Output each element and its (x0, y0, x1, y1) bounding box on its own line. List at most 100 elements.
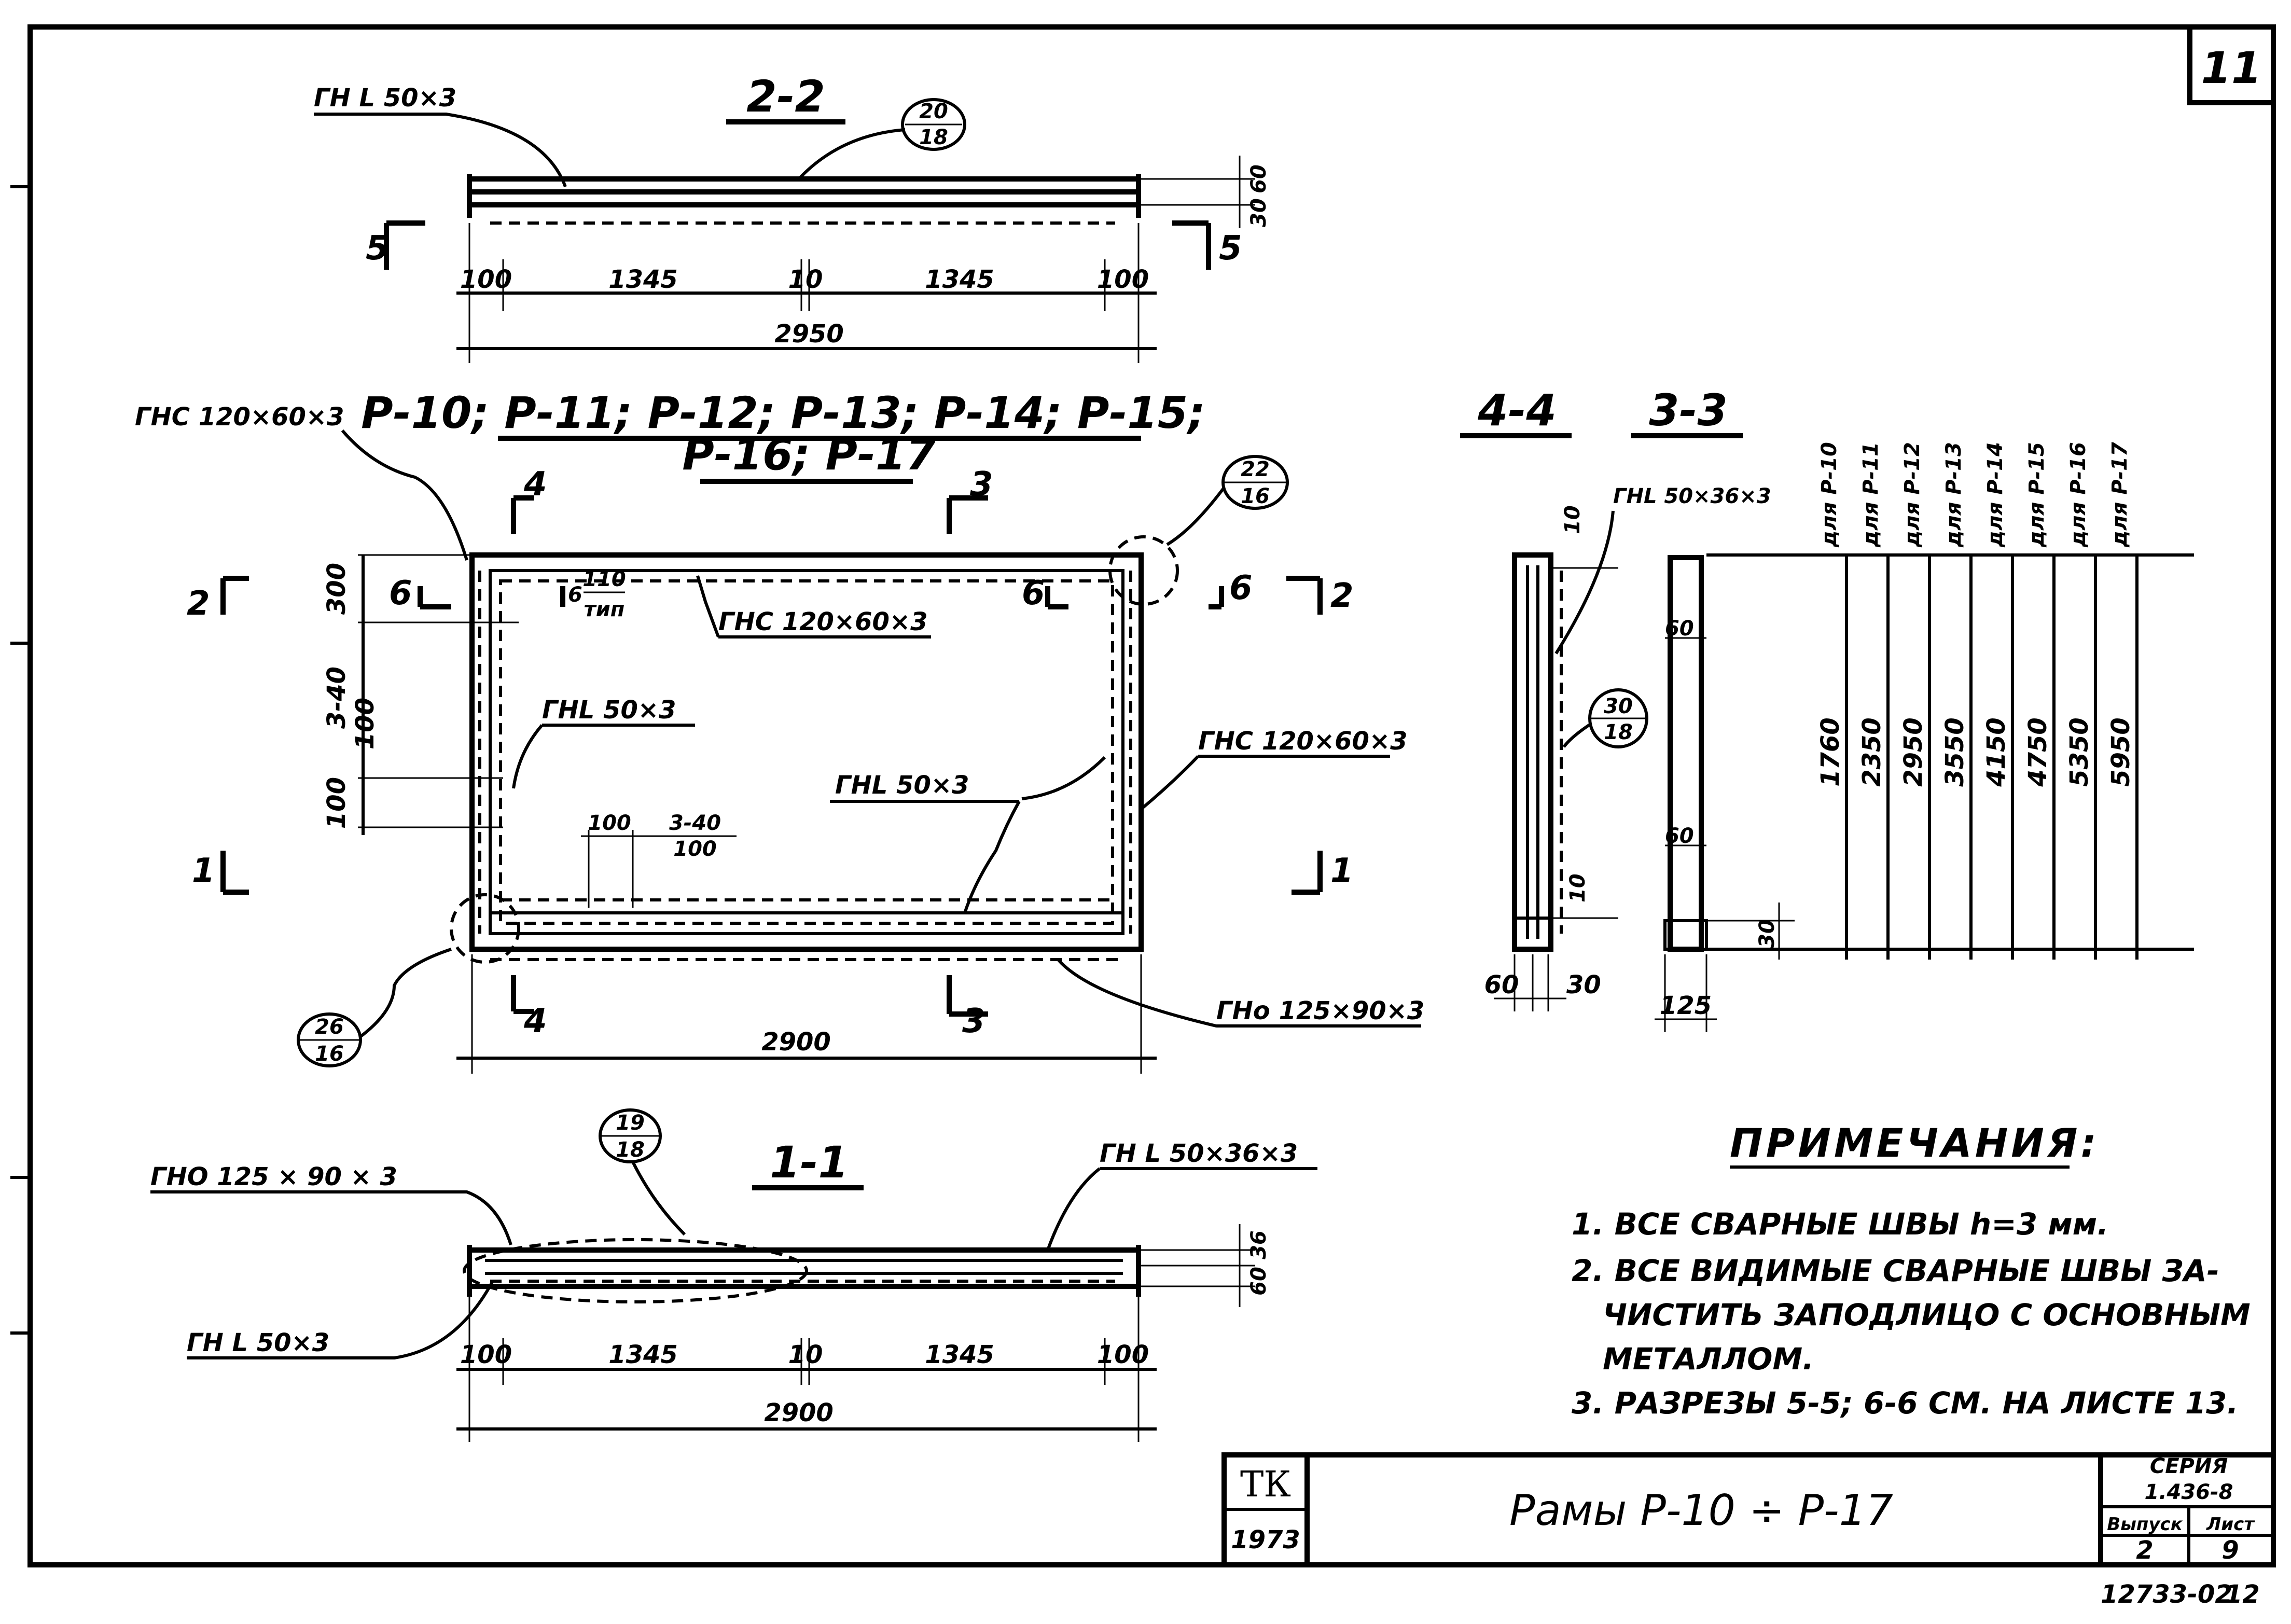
section-2-2-profile: ГН L 50×3 (314, 84, 456, 113)
section-4-4-title: 4-4 (1477, 385, 1557, 436)
section-2-2-dim-1: 100 (460, 265, 512, 294)
plan-dim-100b: 100 (322, 777, 351, 829)
sheet-number-box: 11 (2187, 24, 2276, 105)
cut-6-a: 6 (389, 574, 412, 613)
title-series-value: 1.436-8 (2145, 1480, 2233, 1504)
section-3-3-profile: ГНL 50×36×3 (1613, 484, 1771, 508)
plan-dim-100a: 100 (351, 698, 380, 749)
frame-plan: Р-10; Р-11; Р-12; Р-13; Р-14; Р-15; Р-16… (135, 387, 1424, 1074)
section-3-3-dim-30: 30 (1755, 919, 1779, 948)
section-1-1-dim-1: 100 (460, 1340, 512, 1369)
section-3-3-title: 3-3 (1649, 385, 1728, 436)
plan-node-bl-bottom: 16 (315, 1042, 344, 1066)
table-val-3: 2950 (1899, 717, 1928, 787)
section-1-1-node-bottom: 18 (616, 1138, 645, 1162)
archive-number: 12733-02 (2101, 1580, 2232, 1609)
section-2-2-title: 2-2 (746, 71, 825, 122)
section-3-3-dim-60a: 60 (1665, 617, 1694, 641)
plan-weld-bottom-left: 100 (588, 811, 631, 835)
table-val-8: 5950 (2106, 717, 2135, 787)
plan-dim-300: 300 (322, 563, 351, 615)
note-line-2: 2. ВСЕ ВИДИМЫЕ СВАРНЫЕ ШВЫ ЗА- (1572, 1253, 2219, 1288)
length-table: для Р-10 для Р-11 для Р-12 для Р-13 для … (1706, 442, 2194, 960)
table-val-6: 4750 (2023, 717, 2052, 787)
table-col-6: для Р-15 (2025, 442, 2049, 548)
table-col-7: для Р-16 (2066, 442, 2090, 548)
note-line-5: 3. РАЗРЕЗЫ 5-5; 6-6 СМ. НА ЛИСТЕ 13. (1572, 1385, 2239, 1421)
table-col-1: для Р-10 (1817, 442, 1841, 548)
cut-4-bottom: 4 (523, 1002, 547, 1040)
table-val-1: 1760 (1816, 717, 1845, 787)
table-val-5: 4150 (1982, 717, 2011, 787)
section-4-4-dim-10-top: 10 (1561, 505, 1585, 534)
section-1-1-dim-3: 10 (788, 1340, 823, 1369)
notes: ПРИМЕЧАНИЯ: 1. ВСЕ СВАРНЫЕ ШВЫ h=3 мм. 2… (1572, 1120, 2251, 1421)
plan-weld-bottom-top: 3-40 (669, 811, 721, 835)
section-1-1-dim-60: 60 (1247, 1267, 1271, 1296)
title-org: ТК (1240, 1464, 1291, 1505)
table-col-3: для Р-12 (1900, 442, 1924, 548)
title-sheet-value: 9 (2221, 1536, 2239, 1565)
title-block: ТК 1973 Рамы Р-10 ÷ Р-17 СЕРИЯ 1.436-8 В… (1221, 1452, 2276, 1567)
section-2-2-node-top: 20 (919, 100, 948, 123)
plan-node-tr-top: 22 (1241, 457, 1270, 481)
notes-heading: ПРИМЕЧАНИЯ: (1730, 1120, 2100, 1166)
section-2-2-dim-3: 10 (788, 265, 823, 294)
section-3-3-dim-60b: 60 (1665, 824, 1694, 848)
plan-title-line1: Р-10; Р-11; Р-12; Р-13; Р-14; Р-15; (361, 387, 1205, 438)
table-val-4: 3550 (1940, 717, 1969, 787)
binding-ticks (10, 185, 30, 1335)
sheet-frame (27, 24, 2276, 1567)
section-1-1-dim-36: 36 (1247, 1230, 1271, 1259)
plan-profile-bottom: ГНо 125×90×3 (1216, 996, 1424, 1025)
section-4-4: 4-4 10 10 30 18 60 30 (1460, 385, 1648, 1011)
title-issue-value: 2 (2136, 1536, 2153, 1565)
section-2-2-dim-30: 30 (1247, 198, 1271, 227)
plan-weld-top-top: 110 (582, 567, 626, 591)
section-1-1-title: 1-1 (770, 1137, 849, 1188)
section-4-4-node-bottom: 18 (1604, 720, 1633, 744)
title-issue-label: Выпуск (2107, 1514, 2183, 1535)
section-4-4-dim-30: 30 (1566, 970, 1601, 1000)
section-1-1-profile-right-top: ГН L 50×36×3 (1100, 1139, 1298, 1168)
title-year: 1973 (1231, 1525, 1300, 1554)
cut-3-top: 3 (970, 465, 993, 504)
sheet-number: 11 (2201, 43, 2262, 93)
note-line-4: МЕТАЛЛОМ. (1603, 1341, 1814, 1377)
section-2-2-node-bottom: 18 (919, 126, 948, 149)
section-1-1-dim-2: 1345 (608, 1340, 678, 1369)
table-col-2: для Р-11 (1859, 442, 1883, 548)
cut-6-d: 6 (1229, 569, 1253, 607)
title-series-label: СЕРИЯ (2150, 1454, 2228, 1478)
cut-5-left: 5 (366, 229, 389, 268)
cut-1-right: 1 (1330, 852, 1354, 890)
plan-profile-top-inner: ГНС 120×60×3 (718, 607, 928, 636)
section-1-1-total: 2900 (764, 1398, 834, 1427)
cut-5-right: 5 (1219, 229, 1242, 268)
section-1-1: 1-1 ГНО 125 × 90 × 3 ГН L 50×36×3 ГН L 5… (150, 1108, 1317, 1442)
section-2-2-dim-5: 100 (1097, 265, 1149, 294)
plan-profile-top-left: ГНС 120×60×3 (135, 402, 344, 432)
table-val-7: 5350 (2065, 717, 2094, 787)
note-line-3: ЧИСТИТЬ ЗАПОДЛИЦО С ОСНОВНЫМ (1603, 1297, 2251, 1332)
section-3-3-width: 125 (1660, 991, 1712, 1020)
section-2-2-dim-60: 60 (1247, 164, 1271, 193)
plan-weld-top-bottom: тип (584, 598, 625, 621)
section-3-3: 3-3 ГНL 50×36×3 60 60 30 125 (1554, 385, 1795, 1032)
cut-6-c: 6 (1022, 574, 1045, 613)
note-line-1: 1. ВСЕ СВАРНЫЕ ШВЫ h=3 мм. (1572, 1206, 2108, 1242)
section-1-1-profile-left-top: ГНО 125 × 90 × 3 (150, 1162, 397, 1191)
section-4-4-dim-10-bottom: 10 (1566, 873, 1590, 903)
section-2-2-dim-2: 1345 (608, 265, 678, 294)
plan-title-line2: Р-16; Р-17 (682, 429, 936, 480)
plan-node-tr-bottom: 16 (1241, 484, 1270, 508)
plan-profile-inner-bottom: ГНL 50×3 (835, 771, 969, 800)
plan-node-bl-top: 26 (315, 1015, 344, 1039)
section-4-4-dim-60: 60 (1484, 970, 1519, 1000)
plan-weld-bottom-bottom: 100 (673, 837, 717, 861)
table-col-8: для Р-17 (2108, 442, 2132, 548)
archive-page: 12 (2225, 1580, 2260, 1609)
table-val-2: 2350 (1857, 717, 1886, 787)
plan-profile-right: ГНС 120×60×3 (1198, 727, 1408, 756)
section-2-2: 2-2 ГН L 50×3 20 18 5 5 60 30 (314, 71, 1271, 363)
